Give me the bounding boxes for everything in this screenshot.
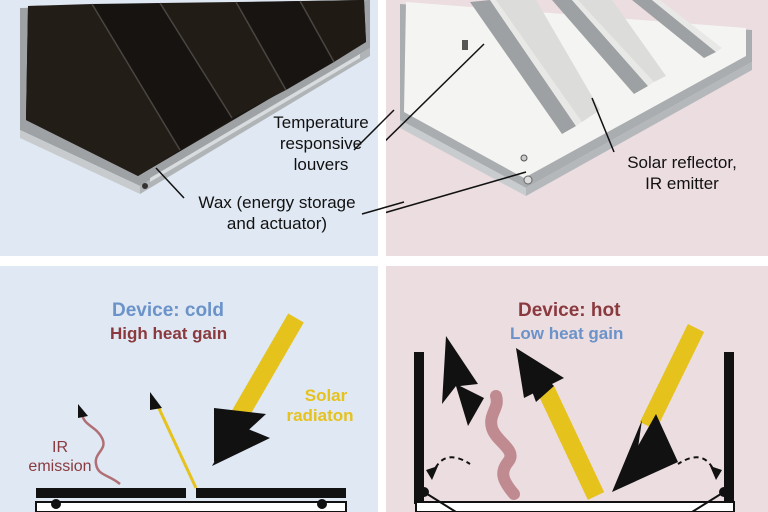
louvers-label-line3: louvers	[293, 155, 349, 174]
ir-arrowhead-cluster	[442, 336, 484, 426]
solar-label: Solar radiaton	[286, 386, 356, 426]
reflector-label-line2: IR emitter	[645, 174, 719, 193]
solar-label-line1: Solar	[304, 386, 348, 405]
dark-louver-device-image	[20, 0, 370, 199]
cold-schematic-diagram	[35, 313, 347, 512]
hot-schematic-diagram	[414, 324, 735, 512]
base-reflector	[35, 501, 347, 512]
reflector-label: Solar reflector, IR emitter	[612, 152, 752, 194]
reflected-solar-arrow	[150, 392, 198, 489]
hot-title: Device: hot	[518, 300, 621, 321]
ir-emission-wave	[485, 390, 520, 500]
base-reflector	[415, 501, 735, 512]
open-louver-device-image	[386, 0, 752, 214]
louver-right-flat	[196, 488, 346, 498]
louvers-label-line1: Temperature	[273, 113, 369, 132]
louvers-label: Temperature responsive louvers	[266, 112, 376, 175]
wax-label: Wax (energy storage and actuator)	[182, 192, 372, 234]
wax-label-line2: and actuator)	[226, 214, 328, 233]
photo-panel-cold: Temperature responsive louvers Wax (ener…	[0, 0, 378, 256]
louver-right-standing	[724, 352, 734, 504]
photo-panel-hot: Solar reflector, IR emitter	[386, 0, 768, 256]
cold-title: Device: cold	[112, 300, 224, 321]
reflected-solar-arrow	[516, 348, 605, 500]
hot-subtitle: Low heat gain	[510, 324, 624, 343]
ir-label: IR emission	[20, 438, 100, 476]
ir-label-line1: IR	[52, 439, 68, 456]
ir-label-line2: emission	[28, 458, 92, 475]
reflector-label-line1: Solar reflector,	[627, 153, 737, 172]
solar-incoming-arrow	[212, 313, 304, 466]
schematic-panel-cold: Device: cold High heat gain Solar radiat…	[0, 266, 378, 512]
cold-subtitle: High heat gain	[110, 324, 228, 343]
louver-left-standing	[414, 352, 424, 504]
schematic-panel-hot: Device: hot Low heat gain	[386, 266, 768, 512]
solar-incoming-arrow	[612, 324, 705, 492]
ir-emission-wave	[80, 413, 121, 485]
louver-left-flat	[36, 488, 186, 498]
louvers-label-line2: responsive	[279, 134, 363, 153]
wax-label-line1: Wax (energy storage	[198, 193, 356, 212]
solar-label-line2: radiaton	[286, 406, 354, 425]
